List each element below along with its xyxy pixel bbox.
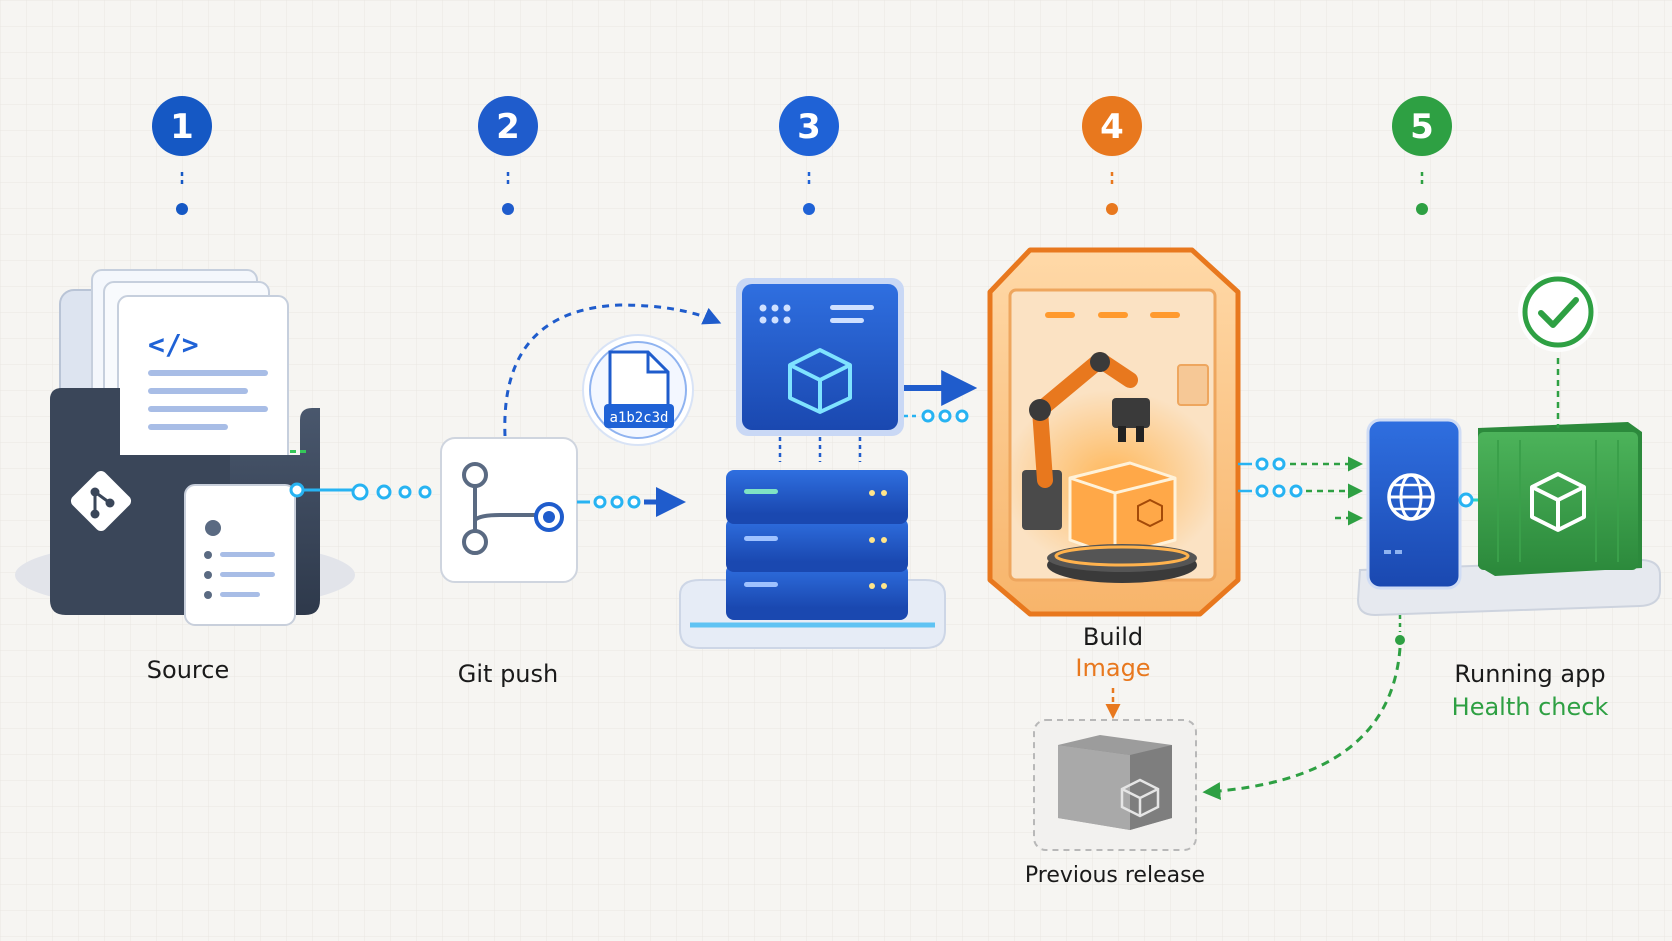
step-badge-2: 2: [478, 96, 538, 215]
commit-tag-badge: a1b2c3d: [582, 334, 694, 446]
step-badge-4: 4: [1082, 96, 1142, 215]
step-number-4: 4: [1100, 107, 1124, 147]
git-folder-icon: [70, 470, 132, 532]
config-doc-icon: [184, 484, 296, 626]
connector-ci-to-build: [904, 370, 978, 423]
previous-release-box: [1033, 719, 1197, 851]
step-number-1: 1: [170, 107, 194, 147]
step-label-source: Source: [147, 656, 229, 684]
step-sublabel-image: Image: [1075, 654, 1150, 682]
cube-icon: [1120, 778, 1160, 818]
step-sublabel-health-check: Health check: [1452, 693, 1609, 721]
code-icon: </>: [148, 328, 199, 361]
step-label-running-app: Running app: [1454, 660, 1605, 688]
server-stack-icon: [726, 470, 908, 620]
connector-push-to-ci: [503, 303, 722, 437]
step-badge-1: 1: [152, 96, 212, 215]
source-repository: </>: [15, 269, 355, 626]
container-icon: [1478, 422, 1642, 576]
step-number-2: 2: [496, 107, 520, 147]
step-number-3: 3: [797, 107, 821, 147]
robot-arm-icon: [1022, 352, 1150, 530]
step-badge-5: 5: [1392, 96, 1452, 215]
branch-icon: [462, 462, 564, 555]
connector-build-to-deploy: [1238, 456, 1363, 526]
cube-icon: [1137, 498, 1163, 528]
step-label-build: Build: [1083, 623, 1143, 651]
step-badge-3: 3: [779, 96, 839, 215]
svg-text:</>: </>: [148, 328, 199, 361]
check-icon: [1518, 272, 1598, 352]
git-push-card: [440, 437, 578, 583]
step-label-git-push: Git push: [458, 660, 558, 688]
connector-push-to-servers: [577, 487, 686, 517]
previous-release-label: Previous release: [1025, 863, 1205, 888]
build-chamber: [987, 247, 1241, 617]
rollback-connector: [1202, 615, 1405, 801]
connector-source-to-push: [303, 483, 432, 501]
running-app: [1356, 272, 1661, 617]
step-number-5: 5: [1410, 107, 1434, 147]
globe-icon: [1387, 473, 1435, 521]
cube-icon: [788, 348, 852, 414]
commit-tag-text: a1b2c3d: [609, 410, 668, 426]
ci-server: [679, 278, 946, 649]
